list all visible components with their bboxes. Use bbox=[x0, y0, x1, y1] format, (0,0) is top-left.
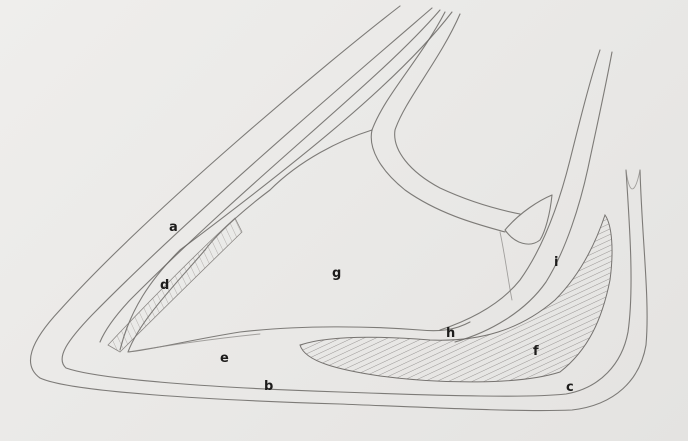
label-a: a bbox=[169, 221, 178, 234]
digital-cushion-hatched bbox=[300, 215, 612, 382]
label-f: f bbox=[533, 345, 539, 358]
laminae-line-outer bbox=[100, 10, 440, 342]
label-e: e bbox=[220, 352, 229, 365]
tendon-branch bbox=[500, 232, 512, 300]
lamellar-zone-hatched bbox=[108, 218, 242, 352]
navicular-bone bbox=[505, 195, 552, 244]
label-b: b bbox=[264, 380, 273, 393]
label-h: h bbox=[446, 327, 455, 340]
coffin-bone-outline bbox=[128, 250, 470, 352]
heel-outline bbox=[626, 170, 640, 189]
pastern-bone-back bbox=[395, 14, 520, 214]
label-d: d bbox=[160, 279, 169, 292]
label-g: g bbox=[332, 267, 341, 280]
pastern-bone-front bbox=[371, 12, 505, 232]
label-c: c bbox=[566, 381, 574, 394]
label-i: i bbox=[554, 256, 558, 269]
